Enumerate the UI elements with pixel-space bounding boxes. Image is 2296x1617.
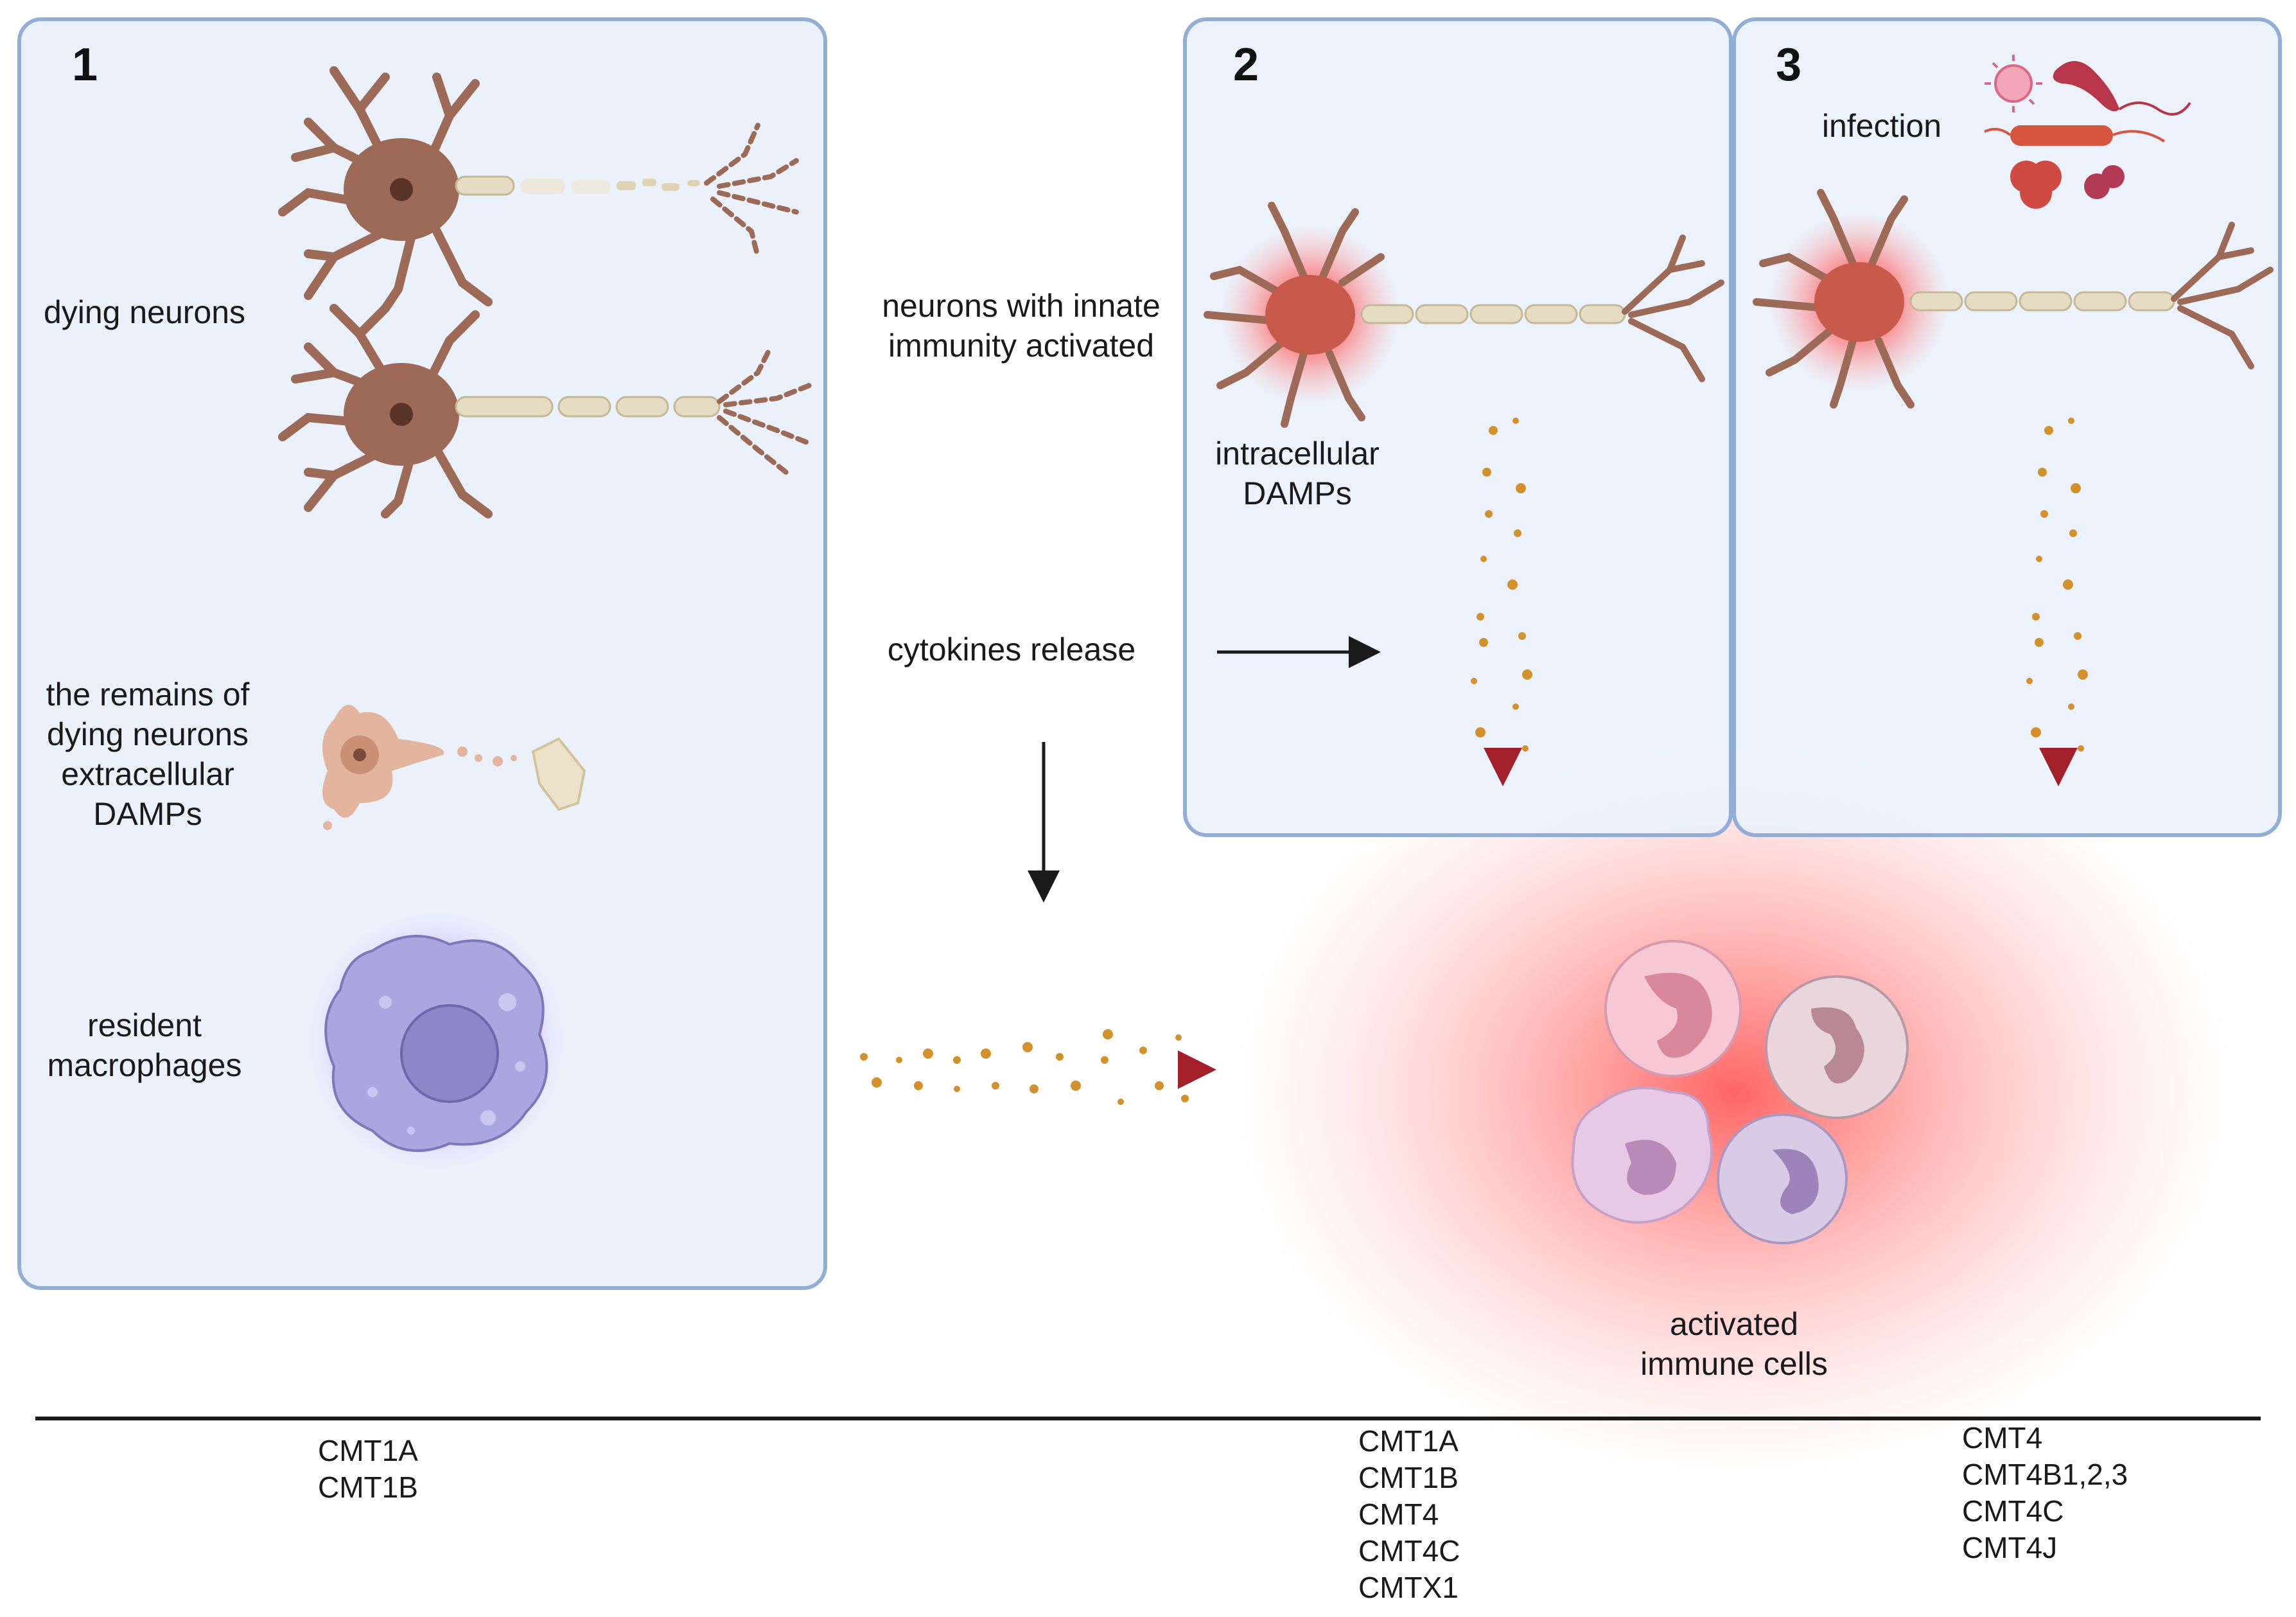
label-macrophages: resident macrophages xyxy=(47,1007,242,1083)
pathogens xyxy=(1984,55,2191,209)
dying-neuron-bottom xyxy=(278,304,812,518)
panel-2 xyxy=(1183,17,1733,837)
activated-immune-cells xyxy=(1571,940,1909,1244)
panel-3-number: 3 xyxy=(1776,39,1802,91)
damp-flow-arrow xyxy=(841,1029,1216,1105)
neuron-panel-2 xyxy=(1204,202,1724,428)
cmt-list-panel-1: CMT1A CMT1B xyxy=(318,1434,418,1504)
panel-2-number: 2 xyxy=(1233,39,1259,91)
cmt-list-panel-3: CMT4 CMT4B1,2,3 CMT4C CMT4J xyxy=(1962,1421,2128,1564)
label-remains: the remains of dying neurons extracellul… xyxy=(46,676,250,832)
inflammation-glow xyxy=(1233,707,2235,1478)
label-activated-immune-cells: activated immune cells xyxy=(1640,1306,1828,1382)
label-infection: infection xyxy=(1821,108,1942,144)
label-intracellular-damps: intracellular DAMPs xyxy=(1215,436,1380,511)
label-cytokines-release: cytokines release xyxy=(887,632,1136,667)
damp-release-arrow-panel-2 xyxy=(1471,392,1532,786)
resident-macrophage xyxy=(308,912,565,1169)
neuron-remains xyxy=(322,705,586,830)
damp-release-arrow-panel-3 xyxy=(2026,392,2088,786)
cmt-list-panel-2: CMT1A CMT1B CMT4 CMT4C CMTX1 xyxy=(1358,1424,1460,1604)
label-innate-immunity: neurons with innate immunity activated xyxy=(882,288,1161,364)
dying-neuron-top xyxy=(278,66,799,313)
label-dying-neurons: dying neurons xyxy=(43,294,246,330)
panel-1 xyxy=(17,17,827,1290)
neuron-panel-3 xyxy=(1753,189,2274,409)
panel-1-number: 1 xyxy=(72,39,98,91)
